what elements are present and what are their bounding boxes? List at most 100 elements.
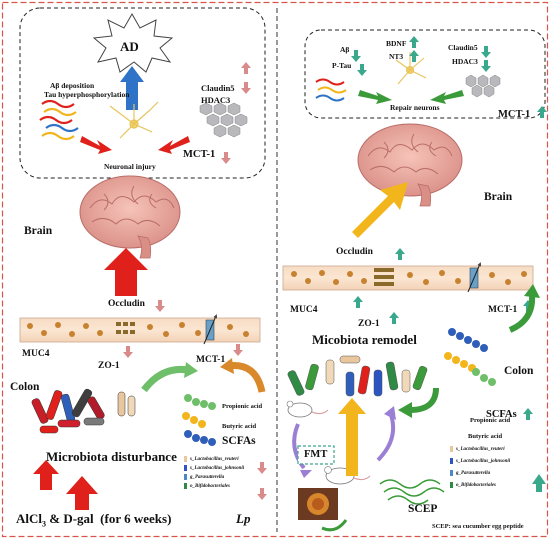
ad-burst-icon	[92, 12, 174, 73]
left-butyric-label: Butyric acid	[222, 423, 257, 430]
hdac3-r-arrow-icon	[481, 60, 491, 72]
claudin-cluster-icon	[199, 102, 248, 138]
scep-green-arrow-icon	[321, 519, 348, 532]
repair-neurons-label: Repair neurons	[390, 103, 440, 112]
right-tight-junction-icon	[374, 268, 394, 286]
treatment-label: AlCl3 & D-gal (for 6 weeks)	[16, 511, 172, 529]
fmt-purple-arrowhead-icon	[300, 470, 312, 478]
scfas-down-arrow-icon	[257, 462, 267, 474]
right-legend-4: o_Bifidobacteriales	[456, 483, 496, 488]
left-bacteria-icon	[31, 388, 136, 434]
left-muc4-label: MUC4	[22, 349, 50, 359]
right-mct1-top-label: MCT-1	[498, 109, 531, 120]
orange-curved-arrowhead-icon	[220, 358, 234, 374]
neuronal-injury-label: Neuronal injury	[104, 162, 156, 171]
scep-label: SCEP	[408, 503, 438, 515]
blue-up-arrow-icon	[120, 66, 144, 110]
left-legend-4: o_Bifidobacteriales	[190, 484, 230, 489]
treatment-up-arrow-icon	[66, 476, 98, 510]
fmt-label: FMT	[304, 449, 328, 460]
occludin-down-arrow-icon	[155, 300, 165, 312]
claudin5-r-arrow-icon	[481, 46, 491, 58]
microbiota-remodel-label: Micobiota remodel	[312, 332, 417, 347]
left-legend-1: s_Lactobacillus_reuteri	[190, 457, 239, 462]
left-occludin-label: Occludin	[108, 299, 145, 309]
right-scfas-label: SCFAs	[486, 409, 517, 420]
right-legend-1: s_Lactobacillus_reuteri	[456, 447, 505, 452]
tau-hyper-label: Tau hyperphosphorylation	[44, 90, 130, 99]
scep-purple-arrowhead-icon	[384, 406, 396, 420]
scep-footnote: SCEP: sea cucumber egg peptide	[432, 523, 524, 530]
mct1-gut-down-arrow-icon	[233, 344, 243, 356]
gold-up-arrow-icon	[338, 398, 366, 476]
right-muc4-label: MUC4	[290, 305, 318, 315]
ad-label: AD	[120, 39, 139, 54]
neuron-icon	[109, 101, 159, 139]
right-claudin5-label: Claudin5	[448, 43, 478, 52]
nt3-up-arrow-icon	[409, 50, 419, 62]
mct1-down-arrow-icon	[221, 152, 231, 164]
claudin5-up-arrow-icon	[241, 62, 251, 74]
left-propionic-label: Propionic acid	[222, 403, 263, 410]
mouse-top-icon	[286, 400, 329, 418]
lp-label: Lp	[236, 511, 251, 526]
left-mct1-transporter-icon	[203, 314, 218, 345]
scep-purple-arrow-icon	[376, 411, 395, 462]
ptau-down-arrow-icon	[357, 64, 367, 76]
abeta-deposition-label: Aβ deposition	[50, 81, 95, 90]
right-zo1-label: ZO-1	[358, 319, 380, 329]
scfas-r-up-arrow-icon	[523, 408, 533, 420]
abeta-down-arrow-icon	[351, 50, 361, 62]
left-zo1-label: ZO-1	[98, 361, 120, 371]
right-bacteria-icon	[287, 355, 428, 397]
legend-down-arrow-icon	[257, 488, 267, 500]
left-gut-cells	[27, 322, 249, 337]
left-legend-2: s_Lactobacillus_johnsonii	[190, 466, 245, 471]
right-legend-3: g_Parasutterella	[456, 471, 491, 476]
right-green-curve-icon	[508, 293, 536, 333]
left-colon-label: Colon	[10, 381, 40, 393]
scep-peptide-icon	[379, 479, 445, 505]
right-green-curve-head-icon	[524, 284, 540, 298]
right-green-curve2-icon	[409, 387, 439, 413]
right-green-curve2-head-icon	[398, 402, 412, 418]
right-brain-inset	[304, 29, 546, 119]
red-arrow-left-icon	[80, 136, 112, 154]
big-red-up-arrow-icon	[104, 248, 148, 296]
green-arrow-left-icon	[358, 90, 392, 104]
hdac3-down-arrow-icon	[241, 82, 251, 94]
right-occludin-label: Occludin	[336, 247, 373, 257]
right-bdnf-label: BDNF	[386, 39, 407, 48]
right-mct1-transporter-icon	[467, 262, 482, 293]
right-legend-2: s_Lactobacillus_johnsonii	[456, 459, 511, 464]
right-colon-label: Colon	[504, 365, 534, 377]
right-claudin-cluster-icon	[465, 74, 501, 98]
green-curved-arrowhead-icon	[184, 362, 198, 378]
left-hdac3-label: HDAC3	[201, 95, 231, 105]
left-legend-swatches	[184, 456, 187, 489]
left-tight-junction-icon	[116, 322, 135, 334]
right-nt3-label: NT3	[389, 52, 404, 61]
right-legend-swatches	[450, 446, 453, 488]
green-curved-arrow-icon	[141, 365, 189, 393]
fmt-box	[297, 445, 335, 465]
right-amyloid-fibres-icon	[315, 78, 347, 102]
right-mct1-gut-label: MCT-1	[488, 305, 518, 315]
green-arrow-right-icon	[430, 90, 464, 104]
sea-cucumber-icon	[298, 488, 338, 520]
right-neuron-icon	[395, 52, 427, 85]
zo1-r-up-arrow-icon	[389, 312, 399, 324]
left-claudin5-label: Claudin5	[201, 83, 235, 93]
right-gut-cells	[291, 270, 527, 285]
left-legend-3: g_Parasutterella	[190, 475, 225, 480]
right-brain-label: Brain	[484, 191, 513, 203]
right-propionic-label: Propionic acid	[470, 417, 511, 424]
right-abeta-label: Aβ	[340, 45, 350, 54]
left-mct1-gut-label: MCT-1	[196, 355, 226, 365]
microbiota-disturbance-label: Microbiota disturbance	[46, 449, 177, 464]
mct1-r-up-arrow-icon	[537, 106, 547, 118]
legend-r-up-arrow-icon	[532, 474, 546, 492]
right-intestinal-barrier	[282, 265, 534, 291]
